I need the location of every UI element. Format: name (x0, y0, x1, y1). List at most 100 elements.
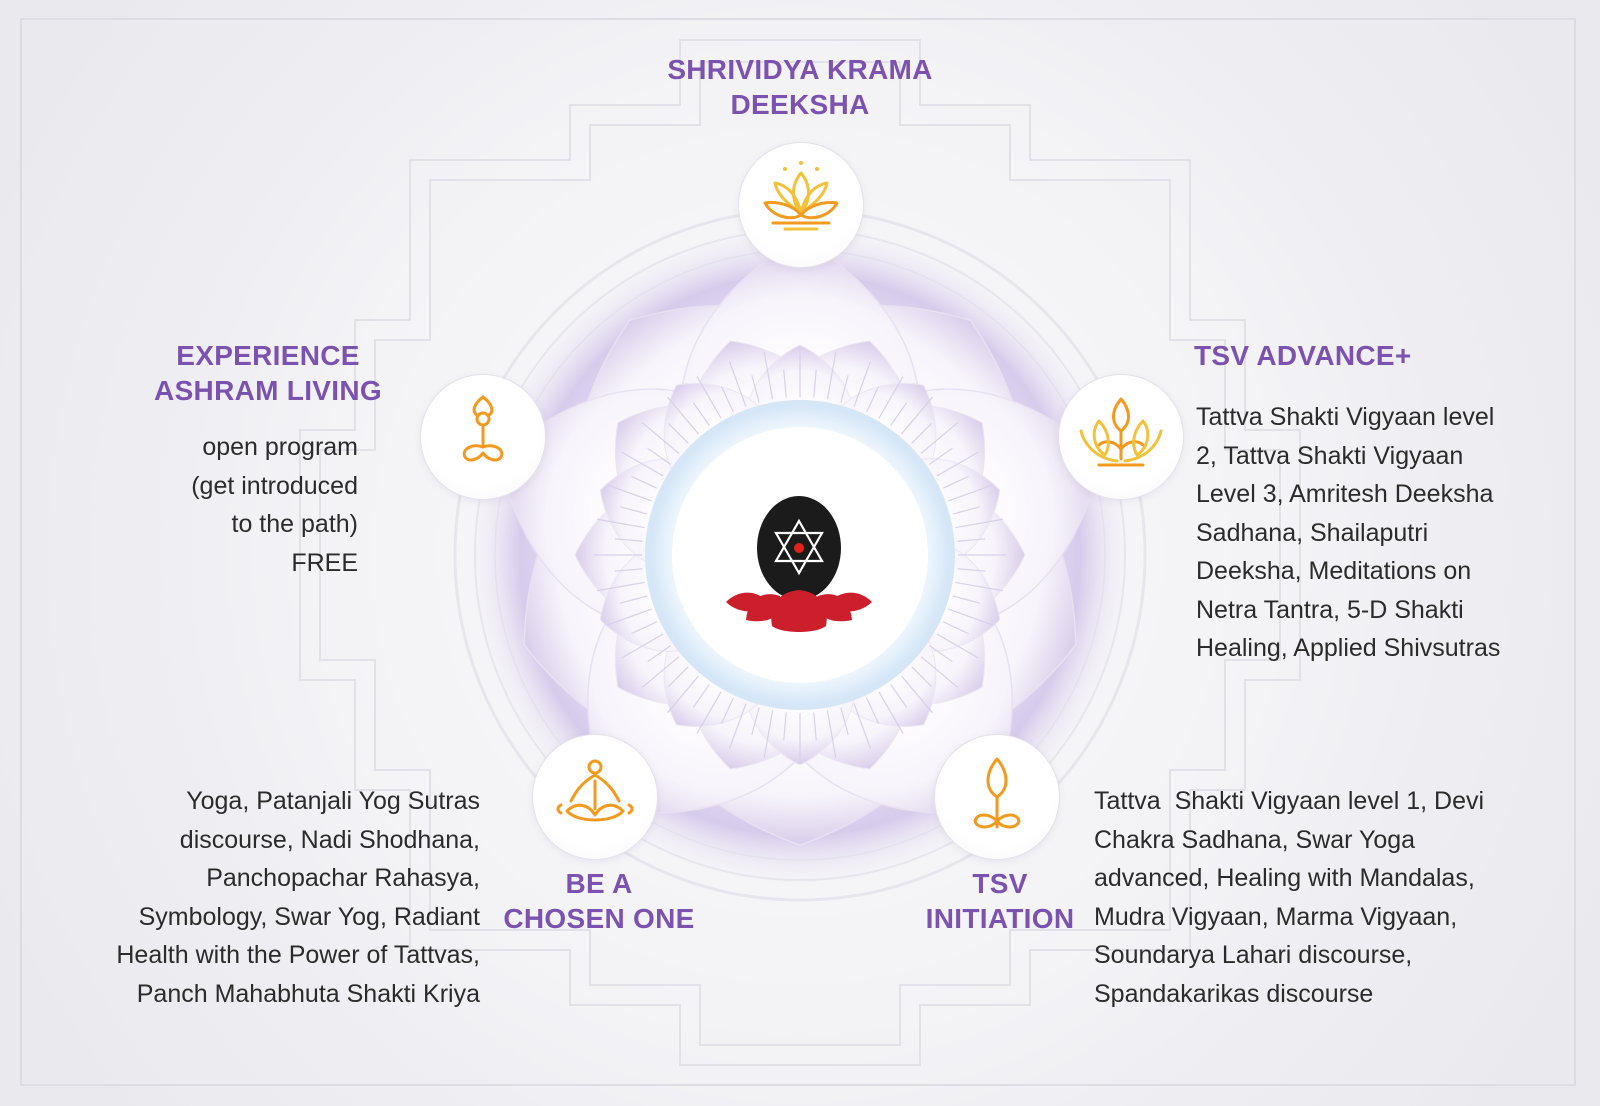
desc-line: Sadhana, Shailaputri (1196, 518, 1429, 547)
ray (720, 386, 734, 413)
ray (920, 422, 959, 454)
title-line: SHRIVIDYA KRAMA (667, 54, 933, 85)
ray (647, 447, 671, 465)
desc-tsv-advance: Tattva Shakti Vigyaan level 2, Tattva Sh… (1196, 398, 1526, 668)
ray (668, 423, 689, 444)
ray (948, 483, 994, 502)
ray (692, 684, 710, 708)
ray (783, 712, 787, 741)
ray (813, 369, 817, 398)
radiating-rays (594, 349, 1006, 761)
ray (936, 451, 979, 477)
ray (728, 703, 747, 749)
ray (957, 568, 986, 572)
desc-line: Chakra Sadhana, Swar Yoga (1094, 825, 1416, 854)
desc-line: Spandakarikas discourse (1094, 979, 1374, 1008)
ray (621, 451, 664, 477)
ray (631, 621, 658, 635)
bindu-dot (794, 543, 804, 553)
ray (647, 645, 671, 663)
ray (866, 697, 880, 724)
shiva-lingam-emblem (726, 496, 872, 632)
ray (641, 422, 680, 454)
ray (901, 675, 933, 714)
frame-border (20, 18, 1576, 1086)
desc-line: Tattva Shakti Vigyaan level 1, Devi (1094, 787, 1485, 815)
ray (696, 376, 722, 419)
star-of-david-icon (774, 518, 824, 576)
ray (696, 691, 722, 734)
node-ashram[interactable] (420, 374, 546, 500)
desc-line: open program (202, 433, 358, 461)
ray (952, 506, 980, 515)
ray (890, 684, 908, 708)
title-line: CHOSEN ONE (503, 903, 695, 934)
ray (763, 710, 774, 758)
ray (936, 633, 979, 659)
desc-line: advanced, Healing with Mandalas, (1094, 864, 1475, 892)
ray (826, 352, 837, 400)
ray (878, 376, 904, 419)
lotus-icon (763, 161, 839, 231)
desc-line: Soundarya Lahari discourse, (1094, 941, 1413, 969)
desc-line: Deeksha, Meditations on (1196, 557, 1472, 585)
ray (597, 518, 645, 529)
ray (957, 538, 986, 542)
ray (840, 375, 849, 403)
ray (606, 608, 652, 627)
title-line: TSV ADVANCE+ (1194, 340, 1412, 371)
desc-line: (get introduced (191, 471, 358, 500)
ray (621, 633, 664, 659)
ray (955, 518, 1003, 529)
desc-ashram: open program (get introduced to the path… (150, 428, 358, 582)
yoga-pose-icon (462, 395, 504, 462)
desc-line: Yoga, Patanjali Yog Sutras (186, 787, 480, 815)
ray (911, 423, 932, 444)
title-line: DEEKSHA (730, 89, 870, 120)
desc-line: Healing, Applied Shivsutras (1196, 634, 1501, 662)
ray (606, 483, 652, 502)
ray (929, 447, 953, 465)
ray (948, 608, 994, 627)
desc-line: discourse, Nadi Shodhana, (179, 825, 480, 854)
ray (955, 581, 1003, 592)
desc-line: 2, Tattva Shakti Vigyaan (1196, 441, 1464, 470)
title-chosen-one: BE A CHOSEN ONE (474, 866, 724, 936)
desc-tsv-initiation: Tattva Shakti Vigyaan level 1, Devi Chak… (1094, 782, 1554, 1013)
ray (866, 386, 880, 413)
ray (631, 475, 658, 489)
title-tsv-initiation: TSV INITIATION (900, 866, 1100, 936)
ray (840, 707, 849, 735)
ray (911, 666, 932, 687)
desc-line: Panchopachar Rahasya, (206, 864, 480, 892)
ray (942, 621, 969, 635)
desc-line: Symbology, Swar Yog, Radiant (138, 902, 480, 931)
ray (853, 361, 872, 407)
ray (667, 396, 699, 435)
node-chosen-one[interactable] (532, 734, 658, 860)
title-ashram: EXPERIENCE ASHRAM LIVING (138, 338, 398, 408)
desc-line: Mudra Vigyaan, Marma Vigyaan, (1094, 902, 1458, 931)
ray (929, 645, 953, 663)
red-lotus-base (726, 590, 872, 632)
node-tsv-advance[interactable] (1058, 374, 1184, 500)
ray (720, 697, 734, 724)
ray (783, 369, 787, 398)
ray (952, 595, 980, 604)
title-line: BE A (565, 868, 633, 899)
title-line: INITIATION (925, 903, 1075, 934)
ray (620, 595, 648, 604)
lotus-flame-icon (1079, 397, 1163, 467)
ray (751, 707, 760, 735)
ray (901, 396, 933, 435)
node-shrividya[interactable] (738, 142, 864, 268)
meditation-icon (556, 759, 634, 822)
title-line: TSV (972, 868, 1028, 899)
desc-line: to the path) (231, 510, 358, 538)
desc-chosen-one: Yoga, Patanjali Yog Sutras discourse, Na… (60, 782, 480, 1013)
title-line: ASHRAM LIVING (154, 375, 382, 406)
desc-line: Netra Tantra, 5-D Shakti (1196, 595, 1464, 624)
ray (641, 656, 680, 688)
node-tsv-initiation[interactable] (934, 734, 1060, 860)
ray (890, 402, 908, 426)
